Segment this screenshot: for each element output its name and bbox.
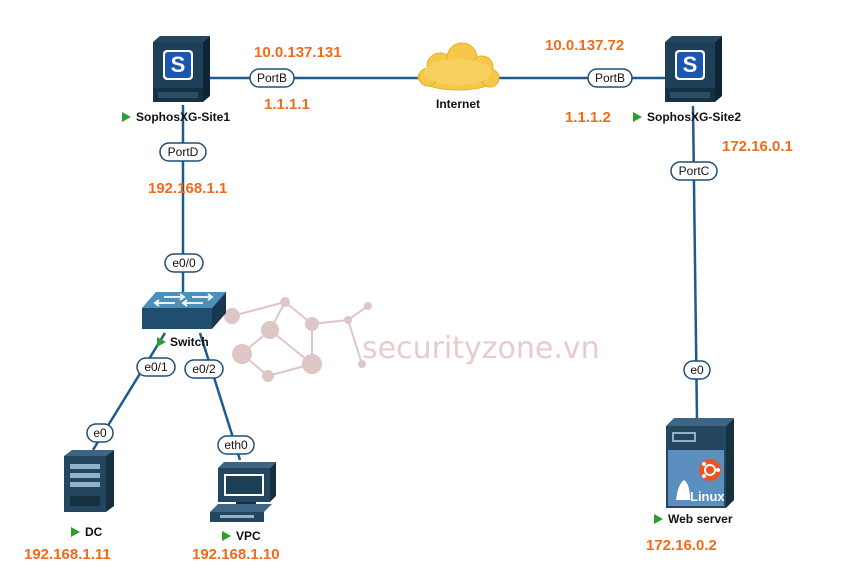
- svg-text:e0: e0: [690, 363, 704, 377]
- firewall-site1[interactable]: S SophosXG-Site1: [122, 36, 230, 124]
- port-switch-e0-1[interactable]: e0/1: [136, 357, 176, 377]
- svg-text:e0/2: e0/2: [192, 362, 216, 376]
- port-site2-portc[interactable]: PortC: [670, 161, 718, 181]
- dc-name: DC: [85, 525, 103, 539]
- dc-server[interactable]: DC: [64, 450, 114, 539]
- svg-text:e0/0: e0/0: [172, 256, 196, 270]
- linux-logo-text: Linux: [690, 489, 725, 504]
- watermark-text: securityzone.vn: [362, 331, 600, 366]
- dc-ip: 192.168.1.11: [24, 546, 111, 563]
- sophos-firewall-icon: S: [665, 36, 722, 102]
- site1-public-ip: 1.1.1.1: [264, 96, 310, 113]
- site2-wan-ip: 10.0.137.72: [545, 37, 624, 54]
- webserver-name: Web server: [668, 512, 733, 526]
- port-webserver-e0[interactable]: e0: [683, 360, 711, 380]
- web-server[interactable]: Linux Web server: [654, 418, 734, 526]
- desktop-computer-icon: [210, 462, 276, 522]
- svg-text:S: S: [683, 52, 698, 77]
- switch-device[interactable]: Switch: [142, 292, 226, 349]
- switch-name: Switch: [170, 335, 209, 349]
- port-dc-e0[interactable]: e0: [86, 423, 114, 443]
- running-indicator-icon: [157, 337, 166, 347]
- port-vpc-eth0[interactable]: eth0: [217, 435, 255, 455]
- site1-name: SophosXG-Site1: [136, 110, 230, 124]
- vpc-name: VPC: [236, 529, 261, 543]
- switch-icon: [142, 292, 226, 329]
- svg-text:S: S: [171, 52, 186, 77]
- site1-lan-ip: 192.168.1.1: [148, 180, 227, 197]
- svg-text:e0: e0: [93, 426, 107, 440]
- port-switch-e0-0[interactable]: e0/0: [164, 253, 204, 273]
- running-indicator-icon: [71, 527, 80, 537]
- internet-cloud[interactable]: Internet: [417, 42, 500, 111]
- running-indicator-icon: [633, 112, 642, 122]
- internet-label: Internet: [436, 97, 480, 111]
- site2-public-ip: 1.1.1.2: [565, 109, 611, 126]
- webserver-ip: 172.16.0.2: [646, 537, 717, 554]
- vpc-ip: 192.168.1.10: [192, 546, 280, 563]
- linux-server-icon: Linux: [666, 418, 734, 508]
- site1-wan-ip: 10.0.137.131: [254, 44, 342, 61]
- watermark: securityzone.vn: [224, 297, 600, 382]
- port-site1-portd[interactable]: PortD: [159, 142, 207, 162]
- svg-text:PortC: PortC: [679, 164, 710, 178]
- running-indicator-icon: [654, 514, 663, 524]
- site2-lan-ip: 172.16.0.1: [722, 138, 793, 155]
- svg-text:eth0: eth0: [224, 438, 248, 452]
- network-nodes-icon: [224, 297, 372, 382]
- svg-text:PortB: PortB: [595, 71, 625, 85]
- firewall-site2[interactable]: S SophosXG-Site2: [633, 36, 741, 124]
- site2-name: SophosXG-Site2: [647, 110, 741, 124]
- server-tower-icon: [64, 450, 114, 512]
- svg-text:PortD: PortD: [168, 145, 199, 159]
- svg-text:e0/1: e0/1: [144, 360, 168, 374]
- port-switch-e0-2[interactable]: e0/2: [184, 359, 224, 379]
- svg-text:PortB: PortB: [257, 71, 287, 85]
- tux-icon: [676, 480, 690, 500]
- vpc-computer[interactable]: VPC: [210, 462, 276, 543]
- sophos-firewall-icon: S: [153, 36, 210, 102]
- port-site1-portb[interactable]: PortB: [249, 68, 295, 88]
- running-indicator-icon: [222, 531, 231, 541]
- running-indicator-icon: [122, 112, 131, 122]
- port-site2-portb[interactable]: PortB: [587, 68, 633, 88]
